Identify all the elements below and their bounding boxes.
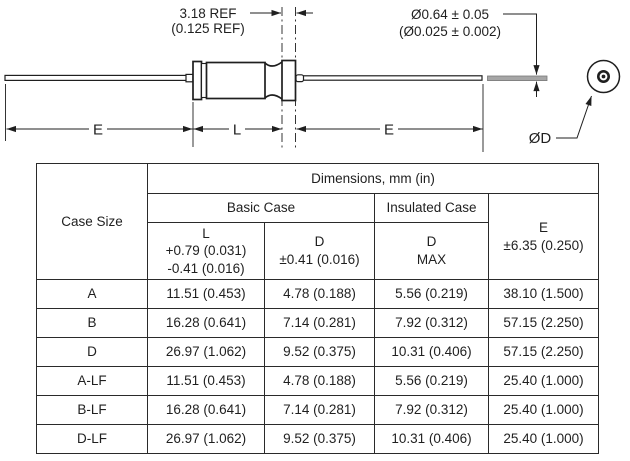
col-header-e-line2: ±6.35 (0.250) <box>503 237 584 253</box>
d-cell: 7.14 (0.281) <box>264 395 375 425</box>
col-header-l-line2: +0.79 (0.031) <box>165 243 247 259</box>
dim-e-right-label: E <box>384 122 394 139</box>
col-header-d-insulated-line2: MAX <box>416 252 447 267</box>
capacitor-crimp-top <box>264 61 283 67</box>
d-cell: 4.78 (0.188) <box>264 279 375 309</box>
col-header-e-line1: E <box>539 219 549 235</box>
l-cell: 26.97 (1.062) <box>147 337 265 367</box>
table-row: A-LF 11.51 (0.453) 4.78 (0.188) 5.56 (0.… <box>36 366 600 396</box>
table-row: B 16.28 (0.641) 7.14 (0.281) 7.92 (0.312… <box>36 308 600 338</box>
lead-joint-left <box>185 73 194 83</box>
e-cell: 57.15 (2.250) <box>487 308 600 338</box>
component-technical-drawing: E L E 3.18 REF (0.125 REF) Ø0.64 ± 0.05 … <box>4 6 621 152</box>
case-size-header: Case Size <box>36 163 148 280</box>
col-header-e: E ±6.35 (0.250) <box>487 193 600 280</box>
e-cell: 57.15 (2.250) <box>487 337 600 367</box>
table-row: B-LF 16.28 (0.641) 7.14 (0.281) 7.92 (0.… <box>36 395 600 425</box>
d-max-cell: 5.56 (0.219) <box>374 366 489 396</box>
end-view-center-dot <box>601 74 606 79</box>
ref-dim-label-mm: 3.18 REF <box>179 6 236 21</box>
d-max-cell: 7.92 (0.312) <box>374 395 489 425</box>
dim-e-left-label: E <box>93 122 103 139</box>
d-max-cell: 10.31 (0.406) <box>374 337 489 367</box>
left-lead-wire <box>4 74 189 82</box>
col-header-l-line1: L <box>202 225 210 241</box>
col-header-d-insulated-line1: D <box>426 234 437 250</box>
d-cell: 9.52 (0.375) <box>264 337 375 367</box>
col-header-l-line3: -0.41 (0.016) <box>167 260 245 276</box>
col-header-d-basic-line2: ±0.41 (0.016) <box>279 252 360 267</box>
lead-dia-label-mm: Ø0.64 ± 0.05 <box>411 7 489 22</box>
col-header-l: L +0.79 (0.031) -0.41 (0.016) <box>147 222 265 280</box>
capacitor-left-flange <box>192 60 203 101</box>
l-cell: 16.28 (0.641) <box>147 395 265 425</box>
e-cell: 38.10 (1.500) <box>487 279 600 309</box>
case-size-cell: D-LF <box>36 424 148 454</box>
capacitor-right-flange <box>281 59 297 102</box>
capacitor-body <box>205 61 266 100</box>
ref-dim-label-in: (0.125 REF) <box>171 21 245 36</box>
l-cell: 11.51 (0.453) <box>147 366 265 396</box>
d-max-cell: 7.92 (0.312) <box>374 308 489 338</box>
table-title: Dimensions, mm (in) <box>146 163 600 194</box>
d-cell: 9.52 (0.375) <box>264 424 375 454</box>
case-size-cell: D <box>36 337 148 367</box>
d-max-cell: 5.56 (0.219) <box>374 279 489 309</box>
case-size-cell: A-LF <box>36 366 148 396</box>
col-header-d-basic-line1: D <box>314 234 325 250</box>
l-cell: 16.28 (0.641) <box>147 308 265 338</box>
table-row: D-LF 26.97 (1.062) 9.52 (0.375) 10.31 (0… <box>36 424 600 454</box>
right-lead-wire <box>302 75 483 81</box>
capacitor-crimp-bottom <box>264 94 283 100</box>
case-size-cell: B-LF <box>36 395 148 425</box>
basic-case-header: Basic Case <box>147 193 375 223</box>
lead-joint-right <box>295 74 305 83</box>
lead-dia-label-in: (Ø0.025 ± 0.002) <box>399 24 501 39</box>
end-view-inner-ring <box>596 70 610 84</box>
d-cell: 4.78 (0.188) <box>264 366 375 396</box>
lead-end-segment <box>487 75 548 81</box>
dim-l-label: L <box>233 122 241 139</box>
col-header-d-basic: D ±0.41 (0.016) <box>264 222 375 280</box>
e-cell: 25.40 (1.000) <box>487 395 600 425</box>
case-size-cell: B <box>36 308 148 338</box>
col-header-d-insulated: D MAX <box>374 222 489 280</box>
l-cell: 11.51 (0.453) <box>147 279 265 309</box>
l-cell: 26.97 (1.062) <box>147 424 265 454</box>
table-row: D 26.97 (1.062) 9.52 (0.375) 10.31 (0.40… <box>36 337 600 367</box>
od-label: ØD <box>529 130 552 147</box>
case-size-cell: A <box>36 279 148 309</box>
e-cell: 25.40 (1.000) <box>487 424 600 454</box>
d-cell: 7.14 (0.281) <box>264 308 375 338</box>
table-row: A 11.51 (0.453) 4.78 (0.188) 5.56 (0.219… <box>36 279 600 309</box>
d-max-cell: 10.31 (0.406) <box>374 424 489 454</box>
dimensions-table: Case Size Dimensions, mm (in) Basic Case… <box>36 163 600 454</box>
insulated-case-header: Insulated Case <box>374 193 489 223</box>
lead-dia-leader <box>503 13 537 64</box>
e-cell: 25.40 (1.000) <box>487 366 600 396</box>
od-leader <box>556 95 592 139</box>
